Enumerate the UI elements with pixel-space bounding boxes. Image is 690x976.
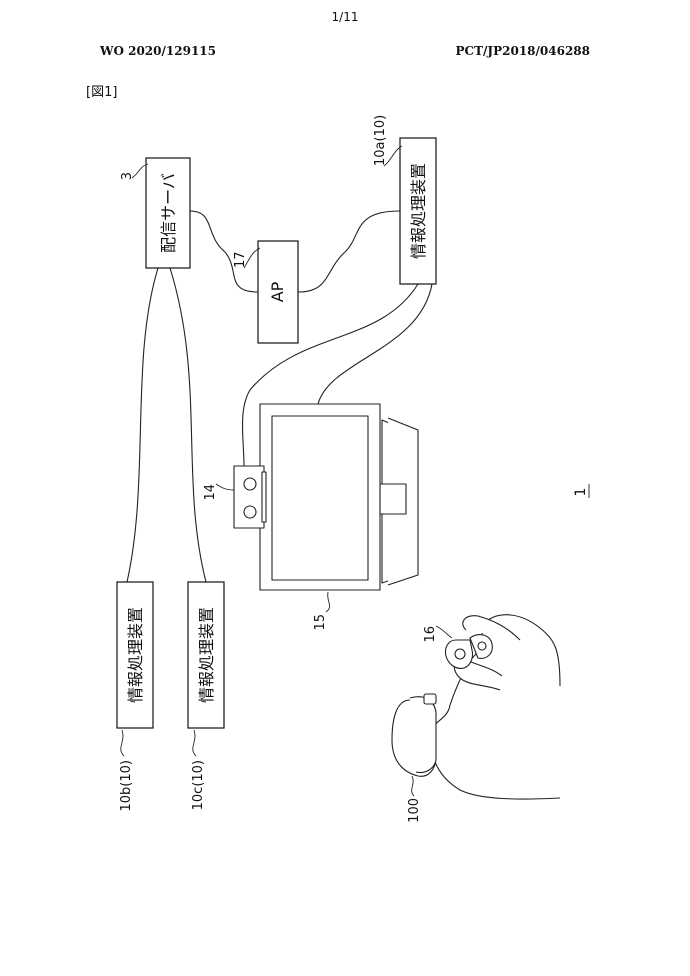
figure-label: [図1] xyxy=(86,85,118,100)
ref-controller: 16 xyxy=(423,626,438,643)
wire-server-device-c xyxy=(169,267,207,583)
info-device-b-box: 情報処理装置 xyxy=(116,581,154,729)
application-number: PCT/JP2018/046288 xyxy=(455,44,590,58)
distribution-server-name: 配信サーバ xyxy=(159,173,178,253)
controller-drawing xyxy=(444,634,493,669)
page-number: 1/11 xyxy=(331,10,359,24)
ref-hmd: 100 xyxy=(407,798,422,823)
access-point-box: AP xyxy=(257,240,299,344)
info-device-c-box: 情報処理装置 xyxy=(187,581,225,729)
wire-server-device-b xyxy=(126,267,159,583)
wire-device-a-display xyxy=(317,283,433,405)
ref-access-point: 17 xyxy=(233,251,248,268)
distribution-server-box: 配信サーバ xyxy=(145,157,191,269)
info-device-a-name: 情報処理装置 xyxy=(409,163,428,259)
ref-distribution-server: 3 xyxy=(120,172,135,180)
ref-info-device-c: 10c(10) xyxy=(191,760,206,810)
info-device-c-name: 情報処理装置 xyxy=(197,607,216,703)
wire-device-a-camera xyxy=(242,283,419,467)
ref-info-device-a: 10a(10) xyxy=(373,115,388,166)
info-device-a-box: 情報処理装置 xyxy=(399,137,437,285)
ref-info-device-b: 10b(10) xyxy=(119,760,134,811)
ref-camera: 14 xyxy=(203,484,218,501)
user-drawing xyxy=(391,614,561,800)
wire-ap-device-a xyxy=(297,210,401,293)
info-device-b-name: 情報処理装置 xyxy=(126,607,145,703)
camera-drawing xyxy=(233,465,267,529)
access-point-name: AP xyxy=(268,281,287,302)
display-drawing xyxy=(259,403,419,591)
wire-server-ap xyxy=(189,210,259,293)
ref-display: 15 xyxy=(313,614,328,631)
ref-system: 1 xyxy=(573,488,589,497)
publication-number: WO 2020/129115 xyxy=(100,44,216,58)
